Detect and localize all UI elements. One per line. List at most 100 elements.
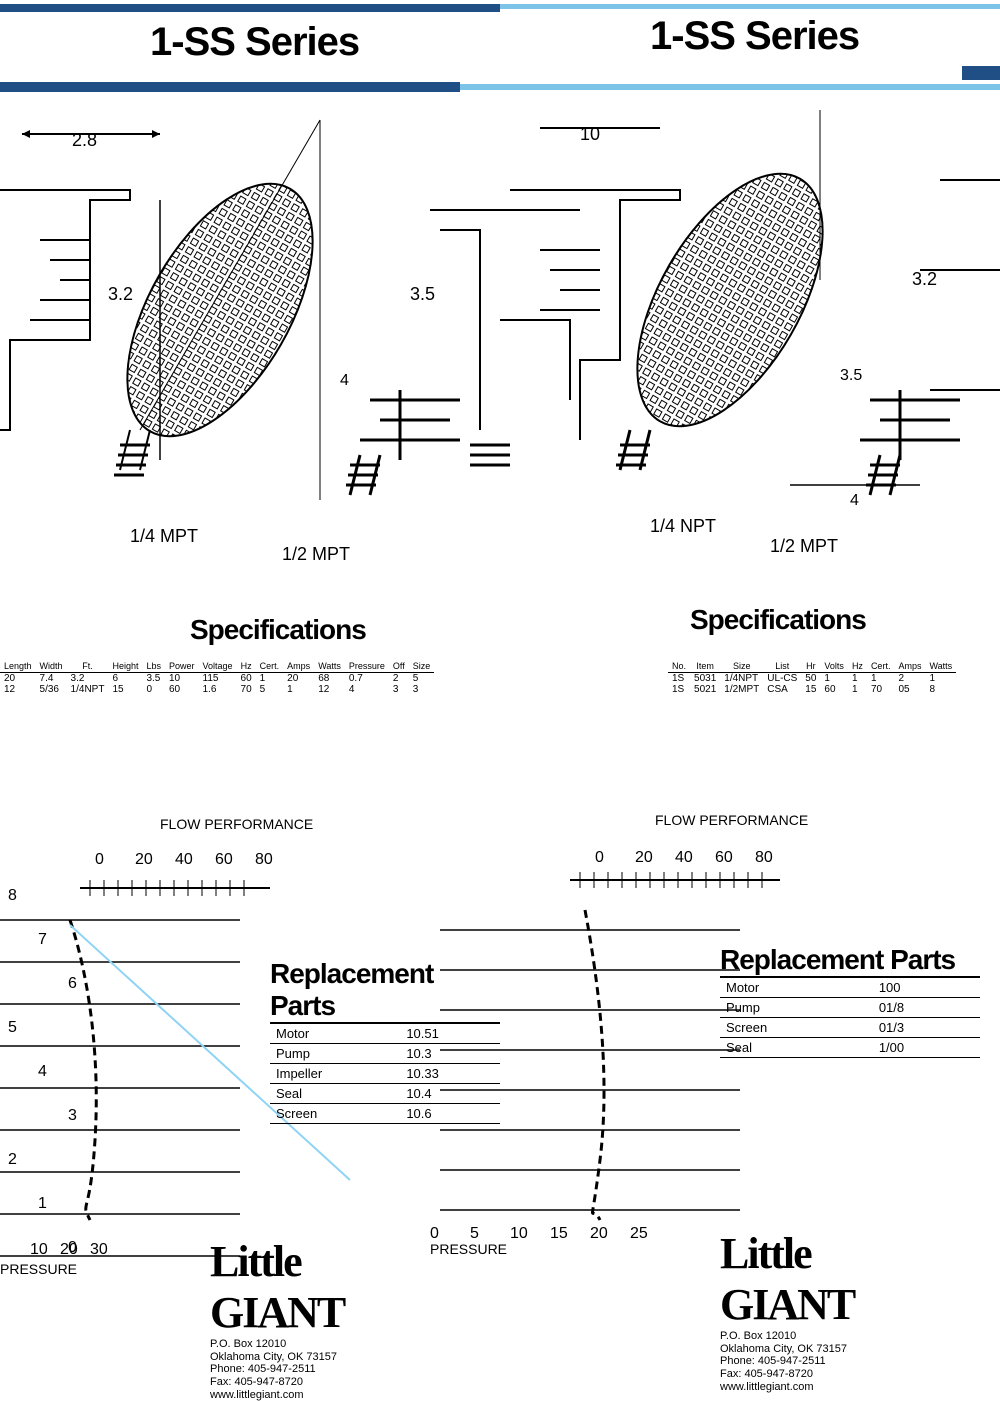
specs-table-right: No. Item Size List Hr Volts Hz Cert. Amp… (668, 661, 1000, 695)
x-tick-label: 0 (95, 851, 104, 868)
x-tick-label: 40 (175, 851, 193, 868)
spec-header: Hz (847, 661, 867, 673)
spec-cell: 1 (870, 672, 877, 684)
spec-cell: 2 (392, 672, 399, 684)
part-label: Pump (270, 1043, 401, 1064)
spec-header: Hr (801, 661, 821, 673)
spec-cell: 3.2 (70, 672, 85, 684)
pump-drawing-left: 2.8 3.2 3.5 4 1/4 MPT 1/2 MPT (0, 119, 580, 564)
chart-grid (440, 872, 763, 1211)
spec-header: Height (108, 661, 143, 673)
part-label: Pump (720, 997, 873, 1018)
footer-link[interactable]: www.littlegiant.com (210, 1388, 304, 1401)
spec-header: Size (408, 661, 435, 673)
spec-cell: 115 (202, 672, 219, 684)
spec-cell: 20 (287, 672, 299, 684)
spec-cell: 1 (851, 683, 858, 695)
spec-cell: 3.5 (146, 672, 161, 684)
y-tick-label: 7 (38, 931, 47, 948)
part-value: 10.3 (400, 1043, 500, 1064)
table-row: 1S 5031 1/4NPT UL-CS 50 1 1 1 2 1 (668, 672, 956, 684)
spec-header: Size (720, 661, 764, 673)
part-label: Screen (720, 1017, 873, 1038)
spec-cell: 6 (112, 672, 119, 684)
y-tick-label: 4 (38, 1063, 47, 1080)
spec-header: Off (388, 661, 409, 673)
spec-cell: 1 (259, 672, 266, 684)
spec-cell: 2 (898, 672, 905, 684)
y-tick-label: 5 (8, 1019, 17, 1036)
spec-cell: 60 (168, 683, 181, 695)
spec-header: Width (35, 661, 67, 673)
y-tick-label: 8 (8, 887, 17, 904)
dim-top-right: 10 (580, 124, 600, 144)
port-label-left-b: 1/2 MPT (282, 544, 350, 564)
spec-cell: 4 (348, 683, 355, 695)
chart-title-left: FLOW PERFORMANCE (160, 816, 314, 832)
chart-title-right: FLOW PERFORMANCE (655, 812, 809, 828)
spec-header: List (763, 661, 802, 673)
y-tick-label: 0 (68, 1239, 77, 1256)
y-tick-label: 1 (38, 1195, 47, 1212)
spec-cell: 50 (805, 672, 817, 684)
chart-grid (0, 880, 245, 1257)
spec-header: Watts (314, 661, 345, 673)
bottom-tick-label: 25 (630, 1225, 648, 1242)
dim-top-left: 2.8 (72, 130, 97, 150)
x-tick-label: 40 (675, 849, 693, 866)
spec-header: Cert. (866, 661, 895, 673)
part-value: 10.51 (400, 1023, 500, 1044)
spec-cell: 15 (805, 683, 817, 695)
spec-cell: 5 (259, 683, 266, 695)
table-row: 12 5/36 1/4NPT 15 0 60 1.6 70 5 1 12 4 3… (0, 684, 434, 695)
x-tick-label: 60 (715, 849, 733, 866)
footer-link[interactable]: www.littlegiant.com (720, 1380, 814, 1393)
spec-cell: 70 (240, 683, 252, 695)
parts-title-left: Replacement Parts (270, 958, 434, 1021)
spec-header: Length (0, 661, 36, 673)
spec-cell: 1S (672, 683, 685, 695)
x-tick-label: 20 (635, 849, 653, 866)
spec-cell: 5031 (694, 672, 717, 684)
footer-line: Phone: 405-947-2511 (720, 1355, 826, 1368)
header-bar-top-right (500, 4, 1000, 9)
part-label: Screen (270, 1103, 401, 1124)
dim-side-right: 3.2 (912, 269, 937, 289)
header-bar-top-left (0, 4, 500, 12)
y-tick-label: 3 (68, 1107, 77, 1124)
port-label-right-b: 1/2 MPT (770, 536, 838, 556)
footer-line: Phone: 405-947-2511 (210, 1363, 316, 1376)
x-tick-label: 0 (595, 849, 604, 866)
spec-cell: 10 (168, 672, 181, 684)
part-value: 01/3 (872, 1017, 980, 1038)
bottom-tick-label: 30 (90, 1241, 108, 1258)
specs-table-left: Length Width Ft. Height Lbs Power Voltag… (0, 661, 660, 695)
dim-low-left: 4 (340, 372, 349, 389)
footer-line: P.O. Box 12010 (210, 1338, 287, 1350)
bottom-label-right: PRESSURE (430, 1241, 507, 1257)
footer-line: Fax: 405-947-8720 (720, 1367, 813, 1380)
spec-cell: 3 (392, 683, 399, 695)
parts-title-right: Replacement Parts (720, 944, 956, 975)
spec-cell: 5/36 (39, 683, 59, 695)
spec-cell: 1/4NPT (724, 672, 759, 684)
spec-cell: 1/4NPT (70, 683, 105, 695)
brand-logo-left: Little GIANT (210, 1237, 346, 1337)
part-value: 100 (872, 977, 980, 998)
part-value: 10.6 (400, 1103, 500, 1124)
series-title-left: 1-SS Series (150, 20, 360, 64)
port-label-right-a: 1/4 NPT (650, 516, 716, 536)
spec-cell: 15 (112, 683, 124, 695)
bottom-tick-label: 10 (510, 1225, 528, 1242)
